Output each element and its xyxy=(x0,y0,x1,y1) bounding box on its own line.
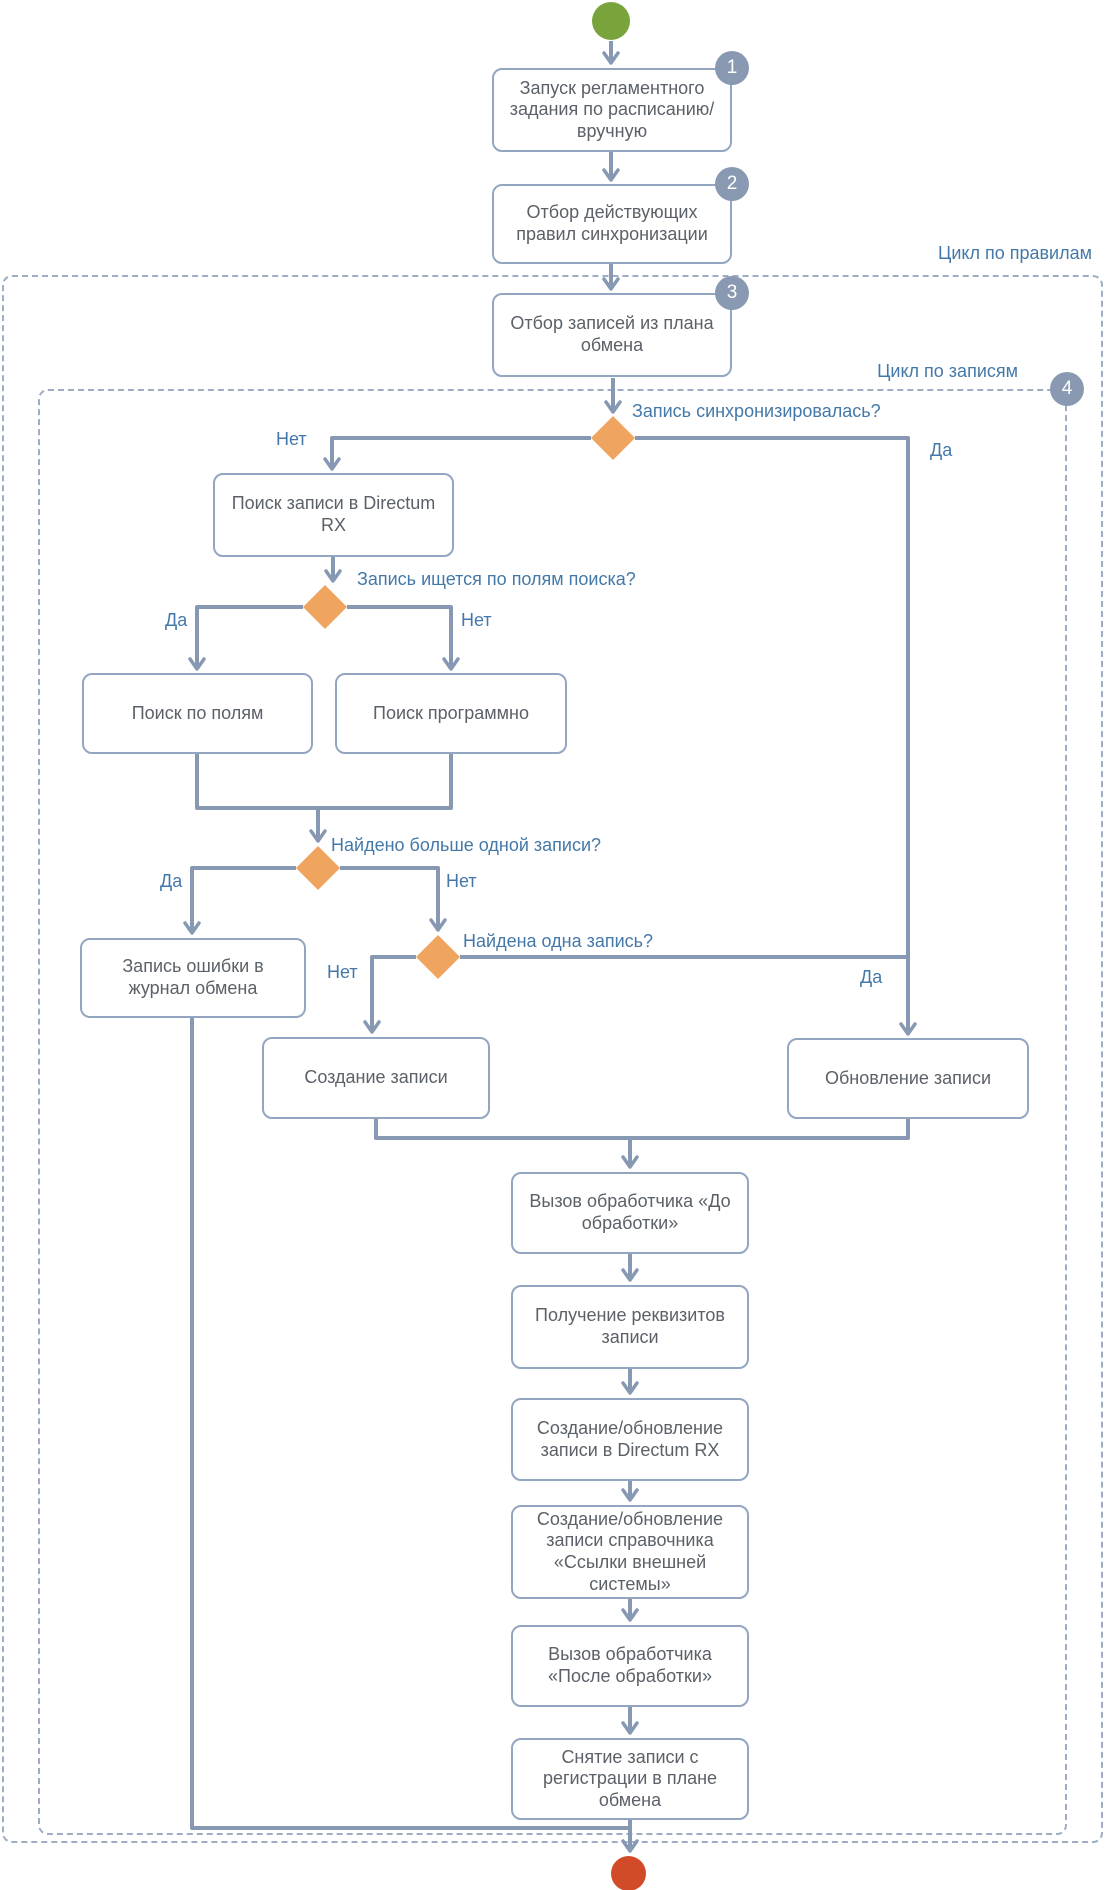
step-badge-2: 2 xyxy=(715,167,749,201)
step-start-task: Запуск регламентного задания по расписан… xyxy=(492,68,732,152)
step-get-requisites-label: Получение реквизитов записи xyxy=(535,1305,725,1347)
step-badge-3: 3 xyxy=(715,276,749,310)
step-select-records: Отбор записей из плана обмена xyxy=(492,293,732,377)
branch-one-found-no: Нет xyxy=(327,962,358,982)
branch-search-by-fields-no: Нет xyxy=(461,610,492,630)
step-post-handler-label: Вызов обработчика «После обработки» xyxy=(548,1644,712,1686)
step-create-update-reference-label: Создание/обновление записи справочника «… xyxy=(536,1508,724,1594)
step-unregister: Снятие записи с регистрации в плане обме… xyxy=(511,1738,749,1820)
step-create-update-rx: Создание/обновление записи в Directum RX xyxy=(511,1398,749,1481)
question-one-found: Найдена одна запись? xyxy=(463,931,654,951)
branch-record-synced-yes: Да xyxy=(930,440,953,460)
step-create-record: Создание записи xyxy=(262,1037,490,1119)
branch-one-found-yes: Да xyxy=(860,967,883,987)
step-update-record-label: Обновление записи xyxy=(824,1067,992,1088)
step-unregister-label: Снятие записи с регистрации в плане обме… xyxy=(542,1746,718,1810)
loop-records-badge-4: 4 xyxy=(1050,372,1084,406)
step-select-records-label: Отбор записей из плана обмена xyxy=(510,313,714,355)
step-search-by-fields: Поиск по полям xyxy=(82,673,313,754)
question-more-than-one: Найдено больше одной записи? xyxy=(331,835,602,855)
loop-records-container xyxy=(38,389,1067,1835)
step-badge-1: 1 xyxy=(715,51,749,85)
step-log-error-label: Запись ошибки в журнал обмена xyxy=(122,956,264,998)
step-search-programmatic-label: Поиск программно xyxy=(373,702,529,723)
step-search-by-fields-label: Поиск по полям xyxy=(131,702,264,723)
loop-rules-container xyxy=(2,275,1103,1843)
step-update-record: Обновление записи xyxy=(787,1038,1029,1119)
branch-more-than-one-no: Нет xyxy=(446,871,477,891)
step-search-programmatic: Поиск программно xyxy=(335,673,567,754)
step-create-update-rx-label: Создание/обновление записи в Directum RX xyxy=(536,1417,724,1460)
step-select-rules: Отбор действующих правил синхронизации xyxy=(492,184,732,264)
loop-rules-label: Цикл по правилам xyxy=(938,243,1092,263)
branch-search-by-fields-yes: Да xyxy=(165,610,188,630)
step-select-rules-label: Отбор действующих правил синхронизации xyxy=(516,202,708,244)
step-search-record-label: Поиск записи в Directum RX xyxy=(231,493,436,535)
step-post-handler: Вызов обработчика «После обработки» xyxy=(511,1625,749,1707)
start-node xyxy=(592,2,630,40)
question-search-by-fields: Запись ищется по полям поиска? xyxy=(357,569,636,589)
step-search-record: Поиск записи в Directum RX xyxy=(213,473,454,557)
loop-records-label: Цикл по записям xyxy=(877,361,1018,381)
step-create-record-label: Создание записи xyxy=(304,1067,448,1088)
end-node xyxy=(611,1856,646,1890)
step-get-requisites: Получение реквизитов записи xyxy=(511,1285,749,1369)
branch-more-than-one-yes: Да xyxy=(160,871,183,891)
step-start-task-label: Запуск регламентного задания по расписан… xyxy=(509,77,715,141)
step-create-update-reference: Создание/обновление записи справочника «… xyxy=(511,1505,749,1599)
step-pre-handler: Вызов обработчика «До обработки» xyxy=(511,1172,749,1254)
question-record-synced: Запись синхронизировалась? xyxy=(632,401,881,421)
step-pre-handler-label: Вызов обработчика «До обработки» xyxy=(529,1191,731,1233)
step-log-error: Запись ошибки в журнал обмена xyxy=(80,938,306,1018)
branch-record-synced-no: Нет xyxy=(276,429,307,449)
